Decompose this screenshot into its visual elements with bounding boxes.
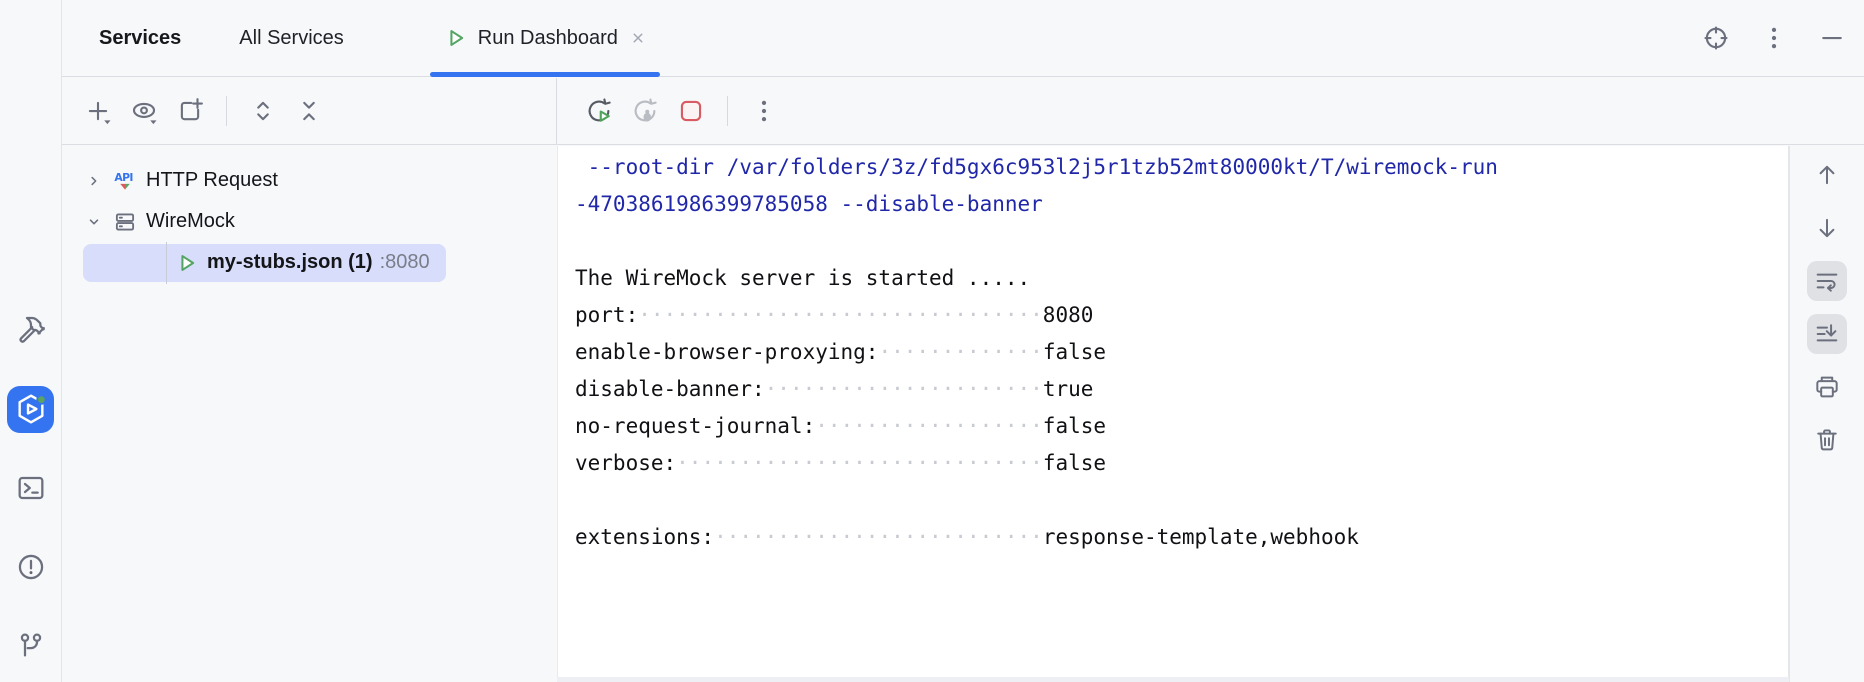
build-button[interactable] (11, 310, 51, 350)
tab-run-dashboard[interactable]: Run Dashboard (428, 0, 662, 77)
bottom-edge (557, 677, 1789, 682)
more-options-button[interactable] (1756, 20, 1792, 56)
more-icon (1759, 23, 1789, 53)
terminal-button[interactable] (11, 468, 51, 508)
tab-label: All Services (239, 26, 344, 49)
rerun-debug-icon (630, 96, 660, 126)
build-hammer-icon (15, 314, 47, 346)
console-line: enable-browser-proxying:·············fal… (575, 340, 1107, 364)
console-line: verbose:·····························fal… (575, 451, 1107, 475)
problems-button[interactable] (11, 547, 51, 587)
clear-icon (1813, 426, 1841, 454)
next-occurrence-button[interactable] (1807, 208, 1847, 248)
toolbar-separator (226, 96, 227, 126)
scroll-to-end-icon (1813, 320, 1841, 348)
view-options-button[interactable] (126, 93, 162, 129)
console-line (575, 482, 1788, 519)
target-button[interactable] (1698, 20, 1734, 56)
soft-wrap-button[interactable] (1807, 261, 1847, 301)
expand-all-button[interactable] (245, 93, 281, 129)
rerun-icon (584, 96, 614, 126)
clear-console-button[interactable] (1807, 420, 1847, 460)
terminal-icon (15, 472, 47, 504)
print-icon (1813, 373, 1841, 401)
minimize-icon (1817, 23, 1847, 53)
console-side-toolbar (1789, 146, 1864, 682)
console-line: extensions:··························res… (575, 525, 1359, 549)
run-play-icon (442, 25, 468, 51)
tree-toolbar (62, 78, 557, 144)
console-line: -4703861986399785058 --disable-banner (575, 192, 1043, 216)
minimize-button[interactable] (1814, 20, 1850, 56)
version-control-button[interactable] (11, 626, 51, 666)
console-line: no-request-journal:··················fal… (575, 414, 1107, 438)
console-line (575, 223, 1788, 260)
console-toolbar (557, 78, 1864, 144)
open-in-new-tab-button[interactable] (172, 93, 208, 129)
target-icon (1701, 23, 1731, 53)
more-icon (749, 96, 779, 126)
tool-window-header: Services All Services Run Dashboard (62, 0, 1864, 77)
close-icon[interactable] (628, 28, 648, 48)
tool-window-title: Services (99, 26, 182, 49)
services-tree: API HTTP Request WireMock (62, 146, 557, 677)
header-actions (1698, 20, 1864, 56)
console-more-button[interactable] (746, 93, 782, 129)
console-line: The WireMock server is started ..... (575, 266, 1031, 290)
down-icon (1813, 214, 1841, 242)
console-line: port:································808… (575, 303, 1094, 327)
collapse-all-button[interactable] (291, 93, 327, 129)
port-badge: :8080 (379, 251, 430, 273)
rerun-button[interactable] (581, 93, 617, 129)
server-icon (112, 209, 138, 235)
version-control-icon (15, 630, 47, 662)
tree-item-label: my-stubs.json (1) (207, 251, 373, 273)
tree-indent-guide (166, 241, 167, 284)
add-service-button[interactable] (80, 93, 116, 129)
preview-icon (129, 96, 159, 126)
chevron-right-icon[interactable] (82, 169, 106, 193)
tree-item-label: WireMock (146, 210, 235, 232)
open-in-new-tab-icon (175, 96, 205, 126)
tree-item-label: HTTP Request (146, 169, 278, 191)
toolbar-separator (727, 96, 728, 126)
services-icon (14, 392, 48, 426)
activity-bar (0, 0, 62, 682)
scroll-to-end-button[interactable] (1807, 314, 1847, 354)
chevron-down-icon[interactable] (82, 210, 106, 234)
rerun-debug-button[interactable] (627, 93, 663, 129)
soft-wrap-icon (1813, 267, 1841, 295)
api-icon: API (112, 168, 138, 194)
console-line: --root-dir /var/folders/3z/fd5gx6c953l2j… (575, 155, 1498, 179)
run-play-icon (173, 250, 199, 276)
collapse-all-icon (294, 96, 324, 126)
active-tab-underline (429, 72, 660, 77)
running-badge (35, 394, 46, 405)
tree-item-http-request[interactable]: API HTTP Request (62, 160, 557, 201)
tab-all-services[interactable]: All Services (227, 0, 355, 76)
expand-all-icon (248, 96, 278, 126)
prev-occurrence-button[interactable] (1807, 155, 1847, 195)
add-icon (83, 96, 113, 126)
console-line: disable-banner:······················tru… (575, 377, 1094, 401)
services-button[interactable] (7, 385, 54, 433)
up-icon (1813, 161, 1841, 189)
tab-label: Run Dashboard (477, 26, 618, 49)
stop-button[interactable] (673, 93, 709, 129)
stop-icon (676, 96, 706, 126)
tree-item-my-stubs[interactable]: my-stubs.json (1) :8080 (62, 241, 557, 284)
problems-icon (15, 551, 47, 583)
selected-item-highlight[interactable]: my-stubs.json (1) :8080 (83, 241, 446, 284)
toolbars (62, 78, 1864, 145)
svg-text:API: API (114, 171, 133, 184)
tree-item-wiremock[interactable]: WireMock (62, 201, 557, 242)
console-output[interactable]: --root-dir /var/folders/3z/fd5gx6c953l2j… (557, 146, 1789, 677)
print-button[interactable] (1807, 367, 1847, 407)
